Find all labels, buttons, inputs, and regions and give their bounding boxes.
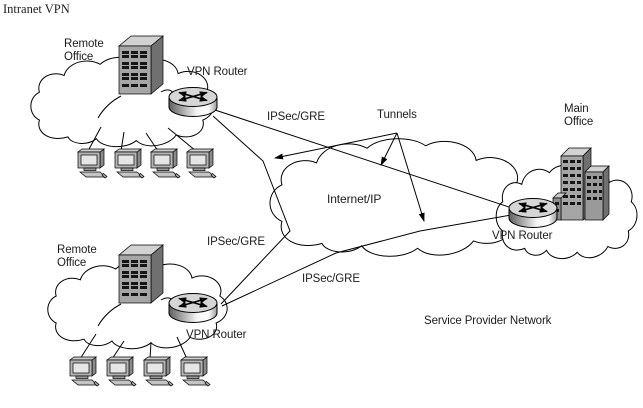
- tunnel-top-to-bottom: [212, 115, 291, 305]
- workstation-icon: [106, 356, 137, 387]
- internet-cloud-label: Internet/IP: [327, 192, 382, 206]
- remote-office-top-router-label: VPN Router: [187, 66, 248, 78]
- workstation-icon: [114, 148, 145, 179]
- main-office-router-label: VPN Router: [492, 230, 553, 242]
- tunnel-label-bottom: IPSec/GRE: [302, 273, 360, 285]
- tunnels-pointer-arrows: [274, 132, 425, 222]
- tunnel-arrow-middle: [380, 132, 398, 166]
- workstation-group-bottom: [69, 356, 211, 387]
- diagram-title: Intranet VPN: [3, 2, 70, 16]
- remote-office-bottom-router-label: VPN Router: [186, 329, 247, 341]
- tunnel-arrow-left: [274, 132, 398, 160]
- tunnel-arrow-right: [396, 132, 425, 222]
- workstation-icon: [150, 148, 181, 179]
- building-icon-main-office: [552, 147, 610, 221]
- workstation-group-top: [77, 148, 217, 179]
- router-icon-main-office: [509, 199, 557, 228]
- tunnel-bottom-to-main: [221, 214, 512, 307]
- building-icon-remote-top: [118, 35, 164, 95]
- workstation-icon: [69, 356, 100, 387]
- remote-office-bottom-label: Remote Office: [57, 244, 97, 269]
- remote-office-top-label: Remote Office: [64, 38, 104, 63]
- tunnel-label-top: IPSec/GRE: [267, 111, 325, 123]
- internet-ip-cloud: [269, 138, 528, 257]
- tunnel-top-to-main: [214, 109, 513, 209]
- building-icon-remote-bottom: [118, 244, 164, 304]
- tunnel-label-middle: IPSec/GRE: [207, 236, 265, 248]
- workstation-icon: [180, 356, 211, 387]
- router-icon-remote-top: [169, 88, 217, 117]
- tunnels-pointer-label: Tunnels: [377, 109, 417, 121]
- workstation-icon: [143, 356, 174, 387]
- workstation-icon: [186, 148, 217, 179]
- lan-links: [79, 89, 197, 360]
- main-office-label: Main Office: [564, 103, 594, 128]
- router-icon-remote-bottom: [169, 294, 217, 323]
- workstation-icon: [77, 148, 108, 179]
- service-provider-network-label: Service Provider Network: [424, 315, 552, 327]
